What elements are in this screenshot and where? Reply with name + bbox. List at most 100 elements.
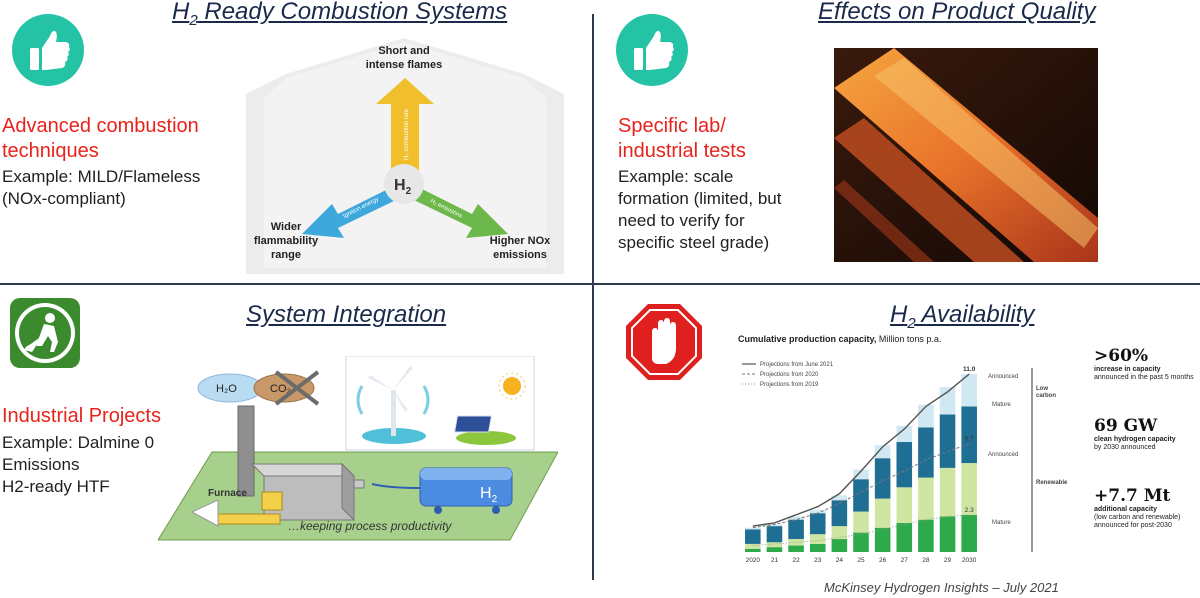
bar-segment: [939, 467, 956, 517]
q3-headline: Industrial Projects: [2, 405, 161, 427]
announced-label: Announced: [988, 452, 1018, 458]
x-tick-label: 2030: [962, 557, 977, 564]
capacity-chart: Projections from June 2021 Projections f…: [736, 348, 1076, 574]
stop-hand-icon: [624, 302, 704, 382]
combustion-diagram: H₂ combustion rate Ignition energy H₂ em…: [246, 38, 564, 274]
bar-segment: [809, 513, 826, 535]
bar-segment: [831, 500, 848, 527]
stat-block-1: >60% increase in capacity announced in t…: [1094, 346, 1198, 382]
thumbs-up-icon: [12, 14, 84, 86]
line-end-label: 11.0: [963, 366, 976, 373]
bar-segment: [874, 445, 891, 459]
right-label-1: Higher NOx: [490, 235, 551, 247]
bar-segment: [874, 527, 891, 552]
thumbs-up-icon: [616, 14, 688, 86]
renewable-label: Renewable: [1036, 480, 1068, 486]
hot-steel-photo: [834, 48, 1098, 262]
legend-item: Projections from 2020: [760, 372, 819, 378]
vertical-divider: [592, 14, 594, 580]
stat-caption: increase in capacity: [1094, 366, 1161, 373]
bar-segment: [896, 442, 913, 488]
bar-segment: [939, 516, 956, 552]
bar-segment: [896, 425, 913, 443]
center-h2: H2: [394, 177, 412, 197]
horizontal-divider: [0, 283, 1200, 285]
chart-legend: Projections from June 2021 Projections f…: [742, 362, 834, 388]
bar-segment: [918, 427, 934, 478]
right-label-2: emissions: [493, 249, 547, 261]
stat-value: >60%: [1094, 346, 1149, 366]
source-footer: McKinsey Hydrogen Insights – July 2021: [824, 580, 1059, 595]
top-label-2: intense flames: [366, 59, 442, 71]
mature-label: Mature: [992, 402, 1011, 408]
stat-caption: additional capacity: [1094, 506, 1158, 513]
bar-segment: [853, 469, 869, 480]
x-tick-label: 22: [792, 557, 800, 564]
bar-segment: [918, 519, 934, 552]
q2-headline: Specific lab/ industrial tests: [618, 115, 746, 162]
bar-segment: [918, 404, 934, 428]
bar-segment: [745, 527, 761, 530]
bar-segment: [809, 543, 826, 552]
bar-segment: [788, 519, 804, 540]
bar-segment: [831, 495, 848, 501]
h2o-label: H₂O: [216, 383, 237, 395]
stat-caption: announced for post-2030: [1094, 522, 1172, 529]
bar-segment: [874, 458, 891, 499]
bar-segment: [809, 509, 826, 514]
bar-segment: [766, 547, 783, 552]
bar-segment: [918, 477, 934, 520]
stat-block-2: 69 GW clean hydrogen capacity by 2030 an…: [1094, 416, 1198, 452]
x-tick-label: 25: [857, 557, 865, 564]
q3-body: Example: Dalmine 0 Emissions H2-ready HT…: [2, 433, 155, 496]
bar-segment: [874, 498, 891, 528]
bar-segment: [766, 526, 783, 543]
low-carbon-label: Low: [1036, 386, 1048, 392]
x-tick-label: 24: [836, 557, 844, 564]
x-tick-label: 26: [879, 557, 887, 564]
announced-label: Announced: [988, 374, 1018, 380]
low-carbon-label: carbon: [1036, 393, 1056, 399]
billets: [213, 513, 281, 525]
bar-segment: [896, 487, 913, 523]
top-label-1: Short and: [378, 45, 429, 57]
bar-segment: [831, 539, 848, 552]
bar-segment: [788, 516, 804, 520]
projection-line: [752, 373, 970, 527]
tank-label: H2: [480, 485, 498, 505]
system-integration-diagram: H₂O CO₂ Furnace H2 …keeping process prod…: [158, 356, 558, 542]
bar-segment: [853, 532, 869, 552]
construction-worker-icon: [8, 296, 82, 370]
q1-headline: Advanced combustion techniques: [2, 115, 199, 162]
x-tick-label: 27: [901, 557, 909, 564]
arrow-up-text: H₂ combustion rate: [404, 108, 410, 160]
stat-caption: by 2030 announced: [1094, 444, 1156, 451]
x-tick-label: 2020: [746, 557, 761, 564]
bar-segment: [939, 414, 956, 468]
bar-segment: [745, 548, 761, 552]
q4-title: H2 Availability: [890, 301, 1035, 332]
mature-label: Mature: [992, 520, 1011, 526]
left-label-3: range: [271, 249, 301, 261]
bar-segment: [766, 524, 783, 527]
stat-caption: (low carbon and renewable): [1094, 514, 1181, 521]
bar-segment: [896, 522, 913, 552]
bar-segment: [788, 545, 804, 552]
line-end-label: 2.3: [965, 507, 974, 514]
chart-title: Cumulative production capacity, Million …: [738, 334, 942, 344]
bar-segment: [766, 542, 783, 548]
projection-line: [752, 514, 970, 547]
x-tick-label: 21: [771, 557, 779, 564]
q2-body: Example: scale formation (limited, but n…: [618, 167, 782, 252]
furnace-label: Furnace: [208, 488, 247, 499]
bar-segment: [831, 526, 848, 540]
bar-segment: [745, 529, 761, 544]
stat-value: 69 GW: [1094, 416, 1158, 436]
x-tick-label: 23: [814, 557, 822, 564]
arrow-right: [414, 186, 508, 238]
x-tick-label: 29: [944, 557, 952, 564]
bar-segment: [809, 534, 826, 544]
productivity-caption: …keeping process productivity: [288, 519, 452, 533]
left-label-1: Wider: [271, 221, 302, 233]
bar-segment: [853, 479, 869, 512]
